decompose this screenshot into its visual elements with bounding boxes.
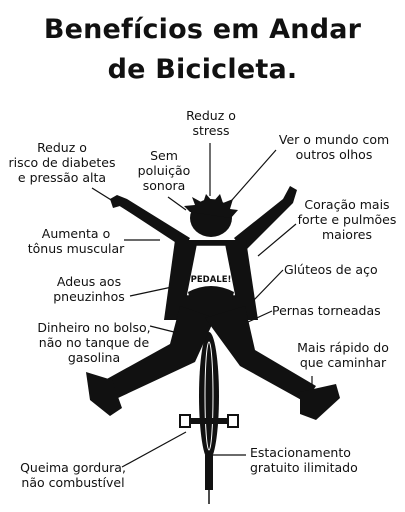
- label-reduz-diabetes: Reduz o risco de diabetes e pressão alta: [8, 140, 116, 185]
- label-pneuzinhos: Adeus aos pneuzinhos: [53, 274, 125, 304]
- label-tonus: Aumenta o tônus muscular: [27, 226, 125, 256]
- label-estacionamento: Estacionamento gratuito ilimitado: [250, 445, 358, 475]
- title-line-1: Benefícios em Andar: [43, 14, 362, 45]
- shirt-text: PEDALE!: [191, 275, 232, 285]
- label-gluteos: Glúteos de aço: [284, 262, 378, 277]
- label-sem-poluicao: Sem poluição sonora: [137, 148, 191, 193]
- pointer-lines: [91, 143, 313, 468]
- label-mais-rapido: Mais rápido do que caminhar: [297, 340, 389, 370]
- label-coracao: Coração mais forte e pulmões maiores: [297, 197, 397, 242]
- label-queima-gordura: Queima gordura, não combustível: [20, 460, 126, 490]
- label-ver-o-mundo: Ver o mundo com outros olhos: [278, 132, 390, 162]
- title-line-2: de Bicicleta.: [107, 54, 298, 85]
- label-pernas: Pernas torneadas: [272, 303, 381, 318]
- bicycle: [179, 332, 239, 504]
- label-dinheiro: Dinheiro no bolso, não no tanque de gaso…: [37, 320, 151, 365]
- label-reduz-stress: Reduz o stress: [186, 108, 236, 138]
